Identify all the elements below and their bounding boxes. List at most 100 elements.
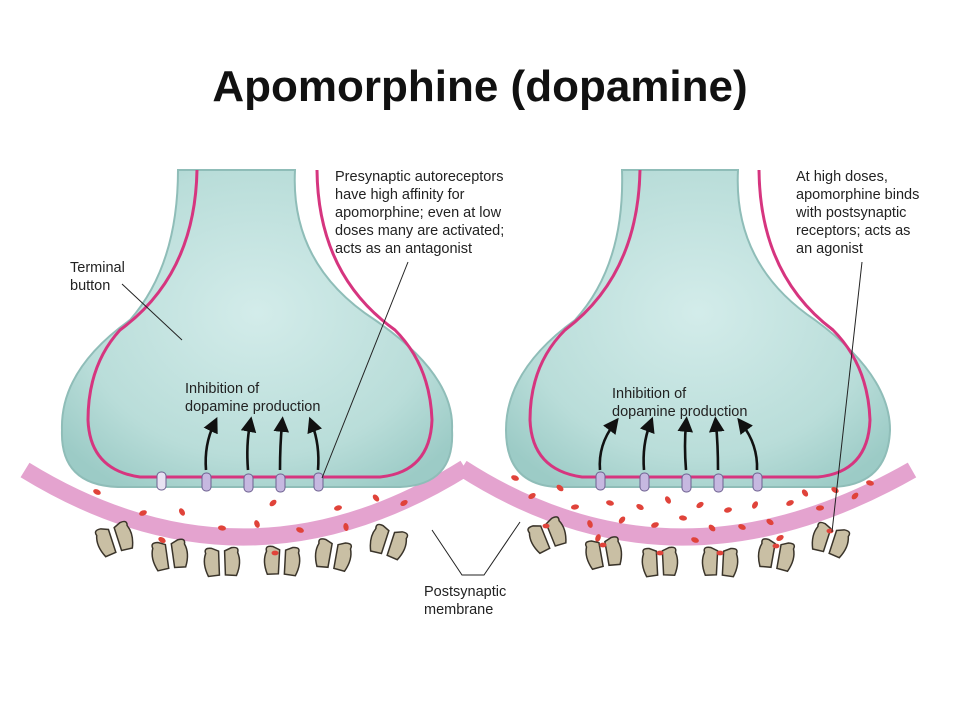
dopamine-molecule [587,520,593,528]
autoreceptor [752,472,763,492]
postsynaptic-label-group: Postsynaptic membrane [424,521,521,618]
dopamine-molecule [334,505,342,511]
dopamine-molecule [656,550,664,556]
dopamine-molecule [178,508,186,516]
dopamine-molecules-left [93,489,408,544]
dopamine-molecule [851,492,859,500]
dopamine-molecule [511,475,519,481]
inhibition-label-right: Inhibition of dopamine production [612,386,747,420]
autoreceptor [313,472,324,492]
inhibition-arrow [203,416,218,471]
postsynaptic-receptor [757,538,796,573]
autoreceptor-group-left [156,471,324,493]
postsynaptic-label: Postsynaptic membrane [424,584,510,618]
autoreceptor [243,473,254,493]
dopamine-molecule [528,492,536,500]
dopamine-molecule [158,536,166,544]
bound-dopamine-right [542,523,834,556]
dopamine-molecule [716,550,724,556]
postsynaptic-receptor [701,546,739,578]
dopamine-molecule [595,534,601,542]
dopamine-molecule [786,500,794,506]
dopamine-molecule [776,534,784,542]
inhibition-label-left: Inhibition of dopamine production [185,381,320,415]
dopamine-molecule [801,489,809,497]
right-panel: Inhibition of dopamine production At hig… [457,169,923,578]
postsynaptic-pointer-line [431,521,521,576]
postsynaptic-receptor [641,546,679,578]
inhibition-arrow [273,416,290,471]
inhibition-arrow [240,416,257,471]
dopamine-molecule [738,524,746,530]
agonist-pointer-line [831,261,863,533]
dopamine-molecule [556,484,564,492]
dopamine-molecule [664,496,672,504]
dopamine-molecule [218,525,226,531]
autoreceptor [639,472,650,492]
inhibition-arrow [598,417,619,471]
postsynaptic-receptors-left [94,520,409,578]
dopamine-molecule [866,480,874,486]
postsynaptic-membrane-right [457,460,917,546]
inhibition-arrow [307,416,323,471]
postsynaptic-receptor [314,538,353,573]
dopamine-molecule [269,499,277,507]
dopamine-molecule [606,500,614,506]
postsynaptic-receptor [584,536,623,571]
dopamine-molecule [93,489,101,495]
dopamine-molecule [724,507,732,513]
presynaptic-annotation: Presynaptic autoreceptors have high affi… [335,169,508,257]
dopamine-molecule [679,515,687,521]
page-title: Apomorphine (dopamine) [212,62,748,111]
autoreceptor [201,472,212,492]
inhibition-arrow [677,416,694,471]
autoreceptor-group-right [595,471,763,493]
inhibition-arrow [708,416,725,471]
postsynaptic-receptor [263,545,301,577]
terminal-pointer-line [121,283,183,341]
dopamine-molecule [751,501,759,509]
dopamine-molecule [816,505,824,511]
dopamine-molecule [618,516,626,524]
autoreceptor [275,473,286,493]
autoreceptor [156,471,167,491]
autoreceptor [713,473,724,493]
presynaptic-pointer-line [321,261,409,479]
autoreceptor [681,473,692,493]
inhibition-arrow [737,417,759,471]
dopamine-molecule [254,520,260,528]
dopamine-molecule [542,523,550,529]
dopamine-molecule [691,537,699,543]
dopamine-molecule [271,550,279,556]
terminal-button-left [60,169,454,488]
dopamine-molecule [400,499,408,507]
dopamine-molecule [772,543,780,549]
postsynaptic-receptor [811,521,851,559]
dopamine-molecule [296,527,304,533]
left-panel: Terminal button Inhibition of dopamine p… [20,169,508,578]
postsynaptic-receptor [94,520,134,558]
postsynaptic-receptors-right [527,516,851,578]
dopamine-molecule [766,518,774,526]
dopamine-molecule [708,524,716,532]
dopamine-molecule [372,494,380,502]
dopamine-molecule [571,504,579,510]
bound-dopamine-left [271,550,279,556]
dopamine-molecule [599,542,607,548]
dopamine-molecule [343,523,349,531]
dopamine-molecule [139,510,147,516]
autoreceptor [595,471,606,491]
terminal-label: Terminal button [70,260,129,294]
postsynaptic-receptor [369,523,409,561]
dopamine-molecule [651,522,659,528]
inhibition-arrows-left [203,416,323,471]
inner-membrane-right [528,169,872,479]
dopamine-molecule [636,503,644,511]
inhibition-arrow [639,416,655,471]
dopamine-molecule [696,501,704,509]
postsynaptic-receptor [203,546,241,578]
inhibition-arrows-right [598,416,759,471]
agonist-annotation: At high doses, apomorphine binds with po… [795,169,923,257]
postsynaptic-receptor [527,516,567,555]
